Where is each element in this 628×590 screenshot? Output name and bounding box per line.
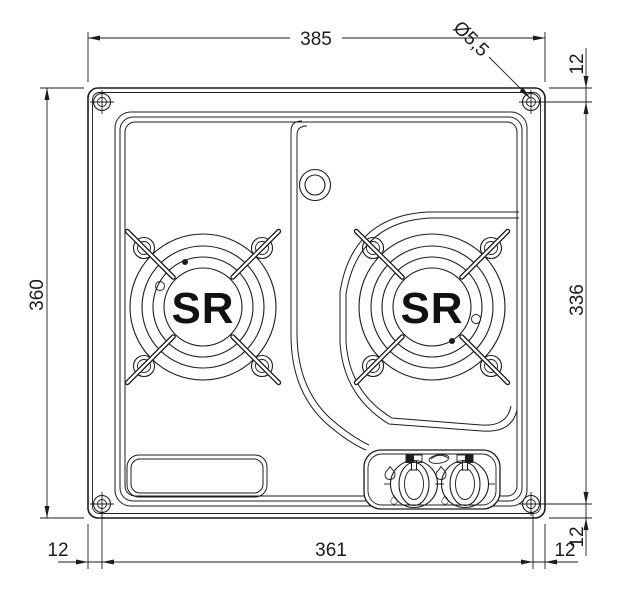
dim-overall-height: 360 [27,279,48,311]
pan-support-arms [353,228,511,386]
dim-hole-offset-bottom-right-horizontal: 12 [554,540,575,561]
left-burner: SR [124,228,282,386]
burner-selector-icon [456,454,474,463]
dim-hole-offset-bottom-left: 12 [47,540,68,561]
ignition-electrode-dot [449,338,455,344]
panel-inner-edge [92,92,541,514]
screw-holes [90,90,543,516]
flame-high-icon [384,465,396,480]
left-burner-label: SR [171,284,234,333]
dim-hole-spacing-horizontal: 361 [315,540,347,561]
extension-lines [40,32,592,569]
left-burner-knob [384,454,444,509]
dim-hole-spacing-vertical: 336 [567,284,588,316]
control-panel [363,449,501,510]
ignition-electrode-dot [182,259,188,265]
tray-groove [114,111,528,507]
dim-hole-offset-top-right: 12 [567,53,588,74]
right-burner-knob [435,454,495,509]
screw-hole-icon [519,492,543,516]
burner-selector-icon [405,454,423,463]
flame-low-icon [441,495,449,505]
hob-panel-outline [87,87,546,519]
thermocouple-circle [155,281,165,291]
flame-low-icon [390,495,398,505]
brand-logo [428,454,450,464]
dim-hole-offset-bottom-right-vertical: 12 [567,526,588,547]
tray-divider [290,120,370,451]
screw-hole-icon [90,90,114,114]
pan-support-arms [124,228,282,386]
dim-overall-width: 385 [300,29,332,50]
right-burner: SR [353,228,511,386]
pan-support-feet [132,236,274,378]
igniter-icon [298,168,332,202]
right-burner-label: SR [400,284,463,333]
dimension-arrows [44,35,589,565]
screw-hole-icon [519,90,543,114]
flame-high-icon [435,465,447,480]
thermocouple-circle [471,314,481,324]
dim-hole-diameter: Ø5,5 [449,17,493,61]
bottom-left-recess [126,454,268,498]
panel-outer-edge [87,87,546,519]
dimension-annotations: 385 Ø5,5 12 360 336 12 12 361 12 [27,17,592,569]
pan-support-feet [361,236,503,378]
right-burner-pocket [339,211,519,432]
